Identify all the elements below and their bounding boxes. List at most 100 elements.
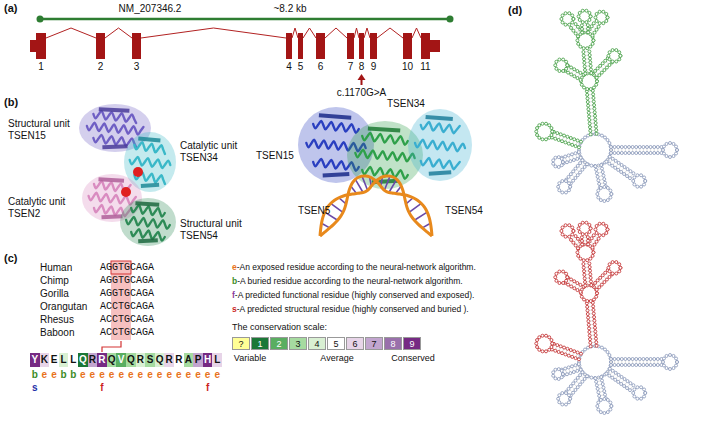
- nucleotide: [638, 364, 641, 367]
- nucleotide: [557, 397, 560, 400]
- nucleotide: [574, 167, 577, 170]
- base-pair: [384, 176, 390, 190]
- nucleotide: [585, 21, 588, 24]
- nucleotide: [618, 51, 621, 54]
- nucleotide: [604, 271, 607, 274]
- nucleotide: [568, 401, 571, 404]
- nucleotide: [613, 364, 616, 367]
- nucleotide: [603, 412, 606, 415]
- helix: [130, 157, 171, 168]
- nucleotide: [595, 380, 598, 383]
- nucleotide: [570, 73, 573, 76]
- nucleotide: [635, 152, 638, 155]
- nucleotide: [628, 152, 631, 155]
- nucleotide: [591, 254, 594, 257]
- scale-value: 8: [385, 338, 401, 351]
- nucleotide: [593, 243, 596, 246]
- nucleotide: [595, 344, 598, 347]
- nucleotide: [653, 152, 656, 155]
- nucleotide: [606, 139, 609, 142]
- nucleotide: [598, 22, 601, 25]
- nucleotide: [579, 383, 582, 386]
- nucleotide: [589, 15, 592, 18]
- nucleotide: [643, 183, 646, 186]
- nucleotide: [572, 391, 575, 394]
- nucleotide: [570, 238, 573, 241]
- backbone: [597, 274, 612, 289]
- nucleotide: [576, 174, 579, 177]
- nucleotide: [571, 14, 574, 17]
- active-site: [121, 187, 131, 197]
- nucleotide: [587, 31, 590, 34]
- nucleotide: [586, 31, 589, 34]
- nucleotide: [579, 283, 582, 286]
- nucleotide: [582, 51, 585, 54]
- residue-letter: S: [145, 353, 155, 367]
- nucleotide: [589, 64, 592, 67]
- species-name: Rhesus: [40, 314, 74, 326]
- nucleotide: [628, 358, 631, 361]
- nucleotide: [672, 155, 675, 158]
- nucleotide: [600, 346, 603, 349]
- nucleotide: [653, 364, 656, 367]
- nucleotide: [644, 391, 647, 394]
- nucleotide: [601, 171, 604, 174]
- nucleotide: [564, 235, 567, 238]
- nucleotide: [536, 339, 539, 342]
- nucleotide: [571, 355, 574, 358]
- residue-letter: A: [184, 353, 194, 367]
- nucleotide: [552, 159, 555, 162]
- backbone: [606, 374, 630, 391]
- nucleotide: [555, 279, 558, 282]
- nucleotide: [583, 58, 586, 61]
- nucleotide: [602, 10, 605, 13]
- nucleotide: [569, 397, 572, 400]
- nucleotide: [588, 118, 591, 121]
- backbone: [552, 137, 579, 147]
- nucleotide: [592, 86, 595, 89]
- nucleotide: [576, 376, 579, 379]
- nucleotide: [571, 153, 574, 156]
- nucleotide: [579, 162, 582, 165]
- exon-number: 7: [348, 61, 354, 73]
- nucleotide: [569, 185, 572, 188]
- backbone: [611, 147, 661, 148]
- nucleotide: [646, 146, 649, 149]
- nucleotide: [594, 125, 597, 128]
- nucleotide: [649, 146, 652, 149]
- nucleotide: [573, 287, 576, 290]
- legend-note: s-A predicted structural residue (highly…: [232, 304, 469, 314]
- nucleotide: [610, 364, 613, 367]
- residue-letter: Q: [155, 353, 165, 367]
- intron-line: [412, 28, 421, 38]
- nucleotide: [662, 149, 665, 152]
- nucleotide: [574, 364, 577, 367]
- nucleotide: [592, 39, 595, 42]
- intron-line: [303, 28, 316, 38]
- nucleotide: [669, 142, 672, 145]
- nucleotide: [675, 152, 678, 155]
- nucleotide: [640, 185, 643, 188]
- nucleotide: [569, 137, 572, 140]
- nucleotide: [620, 146, 623, 149]
- nucleotide: [580, 236, 583, 239]
- nucleotide: [551, 130, 554, 133]
- backbone: [611, 365, 661, 366]
- nucleotide: [550, 339, 553, 342]
- intron-line: [377, 28, 403, 38]
- nucleotide: [558, 281, 561, 284]
- nucleotide: [582, 263, 585, 266]
- nucleotide: [649, 358, 652, 361]
- nucleotide: [597, 196, 600, 199]
- nucleotide: [594, 326, 597, 329]
- residue-box: Q: [78, 353, 88, 367]
- nucleotide: [598, 234, 601, 237]
- nucleotide: [583, 68, 586, 71]
- nucleotide: [617, 380, 620, 383]
- nucleotide: [589, 88, 592, 91]
- nucleotide: [536, 346, 539, 349]
- nucleotide: [576, 70, 579, 73]
- residue-box: R: [174, 353, 184, 367]
- residue-class: e: [90, 369, 96, 381]
